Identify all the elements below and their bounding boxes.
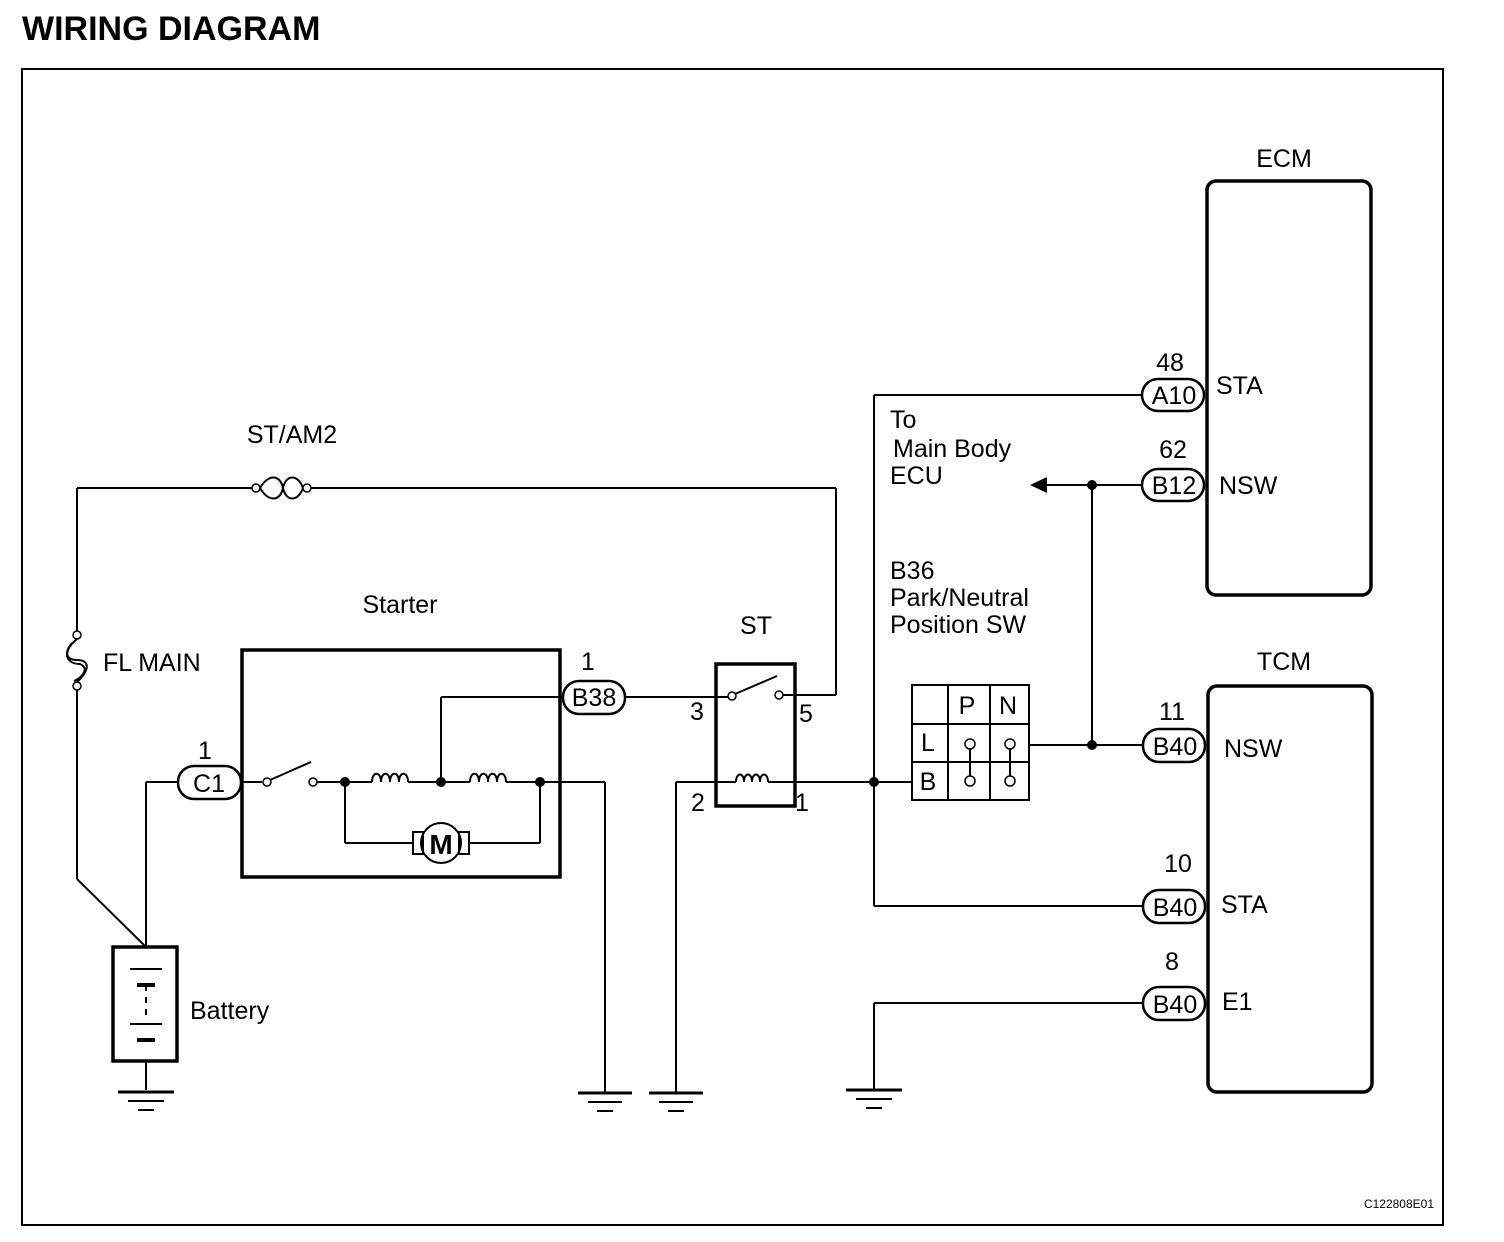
- motor-icon: [420, 822, 462, 864]
- tcm-label: TCM: [1257, 648, 1311, 676]
- connector-b40-sta-pin: 10: [1164, 850, 1192, 878]
- fl-main-fusible-link-icon: [65, 630, 88, 691]
- connector-b40-e1: B40 8 E1: [1141, 948, 1253, 1022]
- tcm-sta-terminal: STA: [1221, 891, 1268, 919]
- connector-b40-e1-pin: 8: [1165, 948, 1179, 976]
- relay-coil-icon: [735, 773, 769, 783]
- ecm-unit: ECM: [1205, 145, 1373, 597]
- pull-in-coil-icon: [371, 772, 409, 783]
- connector-c1-id: C1: [193, 770, 225, 798]
- connector-b40-nsw: B40 11 NSW: [1141, 698, 1283, 764]
- relay-pin-5: 5: [799, 700, 813, 728]
- ecm-label: ECM: [1256, 145, 1312, 173]
- starter-unit: Starter M: [240, 591, 605, 879]
- motor-label: M: [429, 829, 452, 860]
- connector-b38-id: B38: [572, 684, 616, 712]
- connector-b40-nsw-id: B40: [1153, 733, 1197, 761]
- connector-b12: B12 62 NSW: [1140, 436, 1278, 503]
- starter-label: Starter: [362, 591, 437, 619]
- starter-switch-contact: [262, 777, 272, 787]
- connector-c1-pin: 1: [198, 737, 212, 765]
- tcm-nsw-terminal: NSW: [1224, 735, 1283, 763]
- connector-b38: B38 1: [561, 648, 627, 716]
- st-relay: ST 3 5 2 1: [690, 612, 813, 817]
- battery-label: Battery: [190, 997, 270, 1025]
- arrow-left-icon: [1030, 477, 1047, 493]
- diagram-title: WIRING DIAGRAM: [22, 10, 320, 48]
- st-relay-label: ST: [740, 612, 772, 640]
- hold-in-coil-icon: [469, 772, 507, 783]
- connector-b40-sta-id: B40: [1153, 894, 1197, 922]
- connector-a10-pin: 48: [1156, 349, 1184, 377]
- connector-b40-sta: B40 10 STA: [1141, 850, 1268, 925]
- row-l-label: L: [921, 729, 935, 757]
- image-code: C122808E01: [1364, 1197, 1434, 1211]
- ecm-sta-terminal: STA: [1216, 372, 1263, 400]
- connector-a10-id: A10: [1152, 382, 1196, 410]
- relay-pin-1: 1: [795, 789, 809, 817]
- connector-b40-e1-id: B40: [1153, 991, 1197, 1019]
- tcm-e1-terminal: E1: [1222, 988, 1253, 1016]
- connector-b38-pin: 1: [581, 648, 595, 676]
- tcm-unit: TCM: [1206, 648, 1374, 1094]
- relay-pin-3: 3: [690, 698, 704, 726]
- pnp-switch-table: P N L B: [911, 684, 1030, 801]
- to-main-body-ecu-label: To Main Body ECU: [890, 406, 1018, 490]
- relay-pin-2: 2: [691, 789, 705, 817]
- battery-unit: Battery: [111, 945, 270, 1063]
- ground-icon: [118, 1090, 174, 1111]
- ecm-nsw-terminal: NSW: [1219, 472, 1278, 500]
- ground-icon: [846, 1088, 902, 1109]
- ground-icon: [578, 1091, 632, 1112]
- column-p-label: P: [959, 692, 976, 720]
- st-am2-label: ST/AM2: [247, 421, 337, 449]
- ground-icon: [649, 1091, 703, 1112]
- column-n-label: N: [999, 692, 1017, 720]
- row-b-label: B: [920, 768, 937, 796]
- starter-switch-blade: [269, 761, 312, 781]
- connector-a10: A10 48 STA: [1140, 349, 1263, 413]
- connector-b40-nsw-pin: 11: [1159, 698, 1185, 726]
- connector-b12-id: B12: [1152, 472, 1196, 500]
- connector-b12-pin: 62: [1159, 436, 1187, 464]
- st-am2-fuse-icon: [251, 476, 312, 500]
- fl-main-label: FL MAIN: [103, 649, 201, 677]
- relay-contact-blade: [734, 675, 778, 695]
- pnp-switch-label: B36 Park/Neutral Position SW: [890, 557, 1036, 639]
- diagram-frame: [21, 68, 1444, 1226]
- connector-c1: C1 1: [176, 737, 243, 801]
